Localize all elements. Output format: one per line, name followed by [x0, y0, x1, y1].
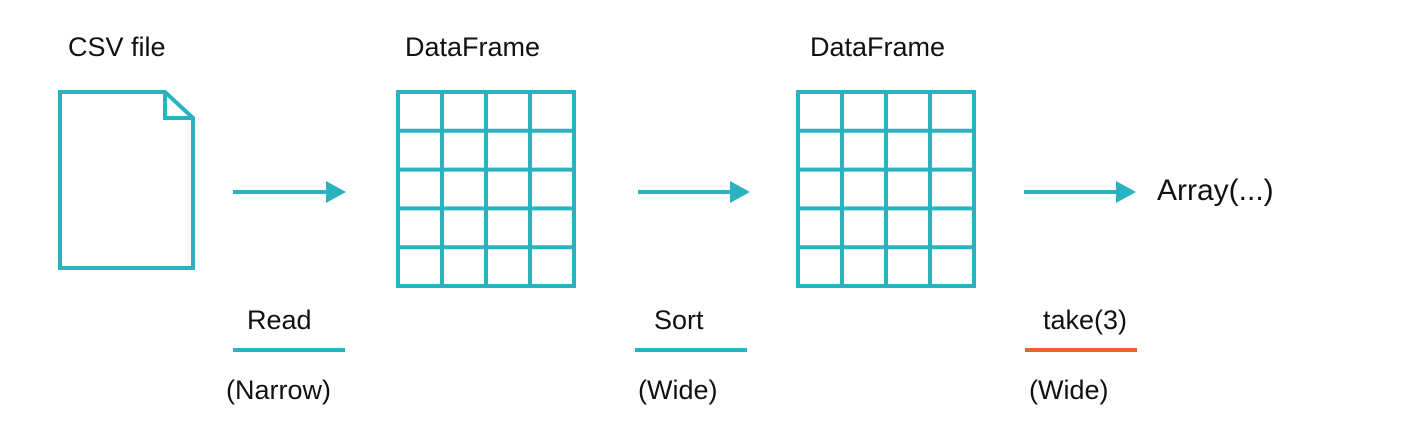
table-grid-icon: [796, 90, 976, 288]
step-type-read: (Narrow): [226, 375, 331, 405]
dataframe-2-title: DataFrame: [810, 32, 946, 62]
dataframe-1-title: DataFrame: [405, 32, 541, 62]
step-name-read: Read: [247, 305, 312, 335]
step-type-sort: (Wide): [638, 375, 718, 405]
step-name-sort: Sort: [654, 305, 704, 335]
step-type-take: (Wide): [1029, 375, 1109, 405]
arrow-right-icon: [638, 181, 750, 203]
document-outline: [58, 90, 195, 270]
document-icon: [58, 90, 195, 270]
arrow-head: [730, 181, 750, 203]
arrow-right-icon: [233, 181, 346, 203]
csv-file-title: CSV file: [68, 32, 166, 62]
arrow-head: [326, 181, 346, 203]
document-fold: [163, 92, 193, 120]
step-name-take: take(3): [1043, 305, 1128, 335]
result-label: Array(...): [1157, 174, 1274, 207]
arrow-right-icon: [1024, 181, 1136, 203]
table-grid-icon: [396, 90, 576, 288]
arrow-head: [1116, 181, 1136, 203]
